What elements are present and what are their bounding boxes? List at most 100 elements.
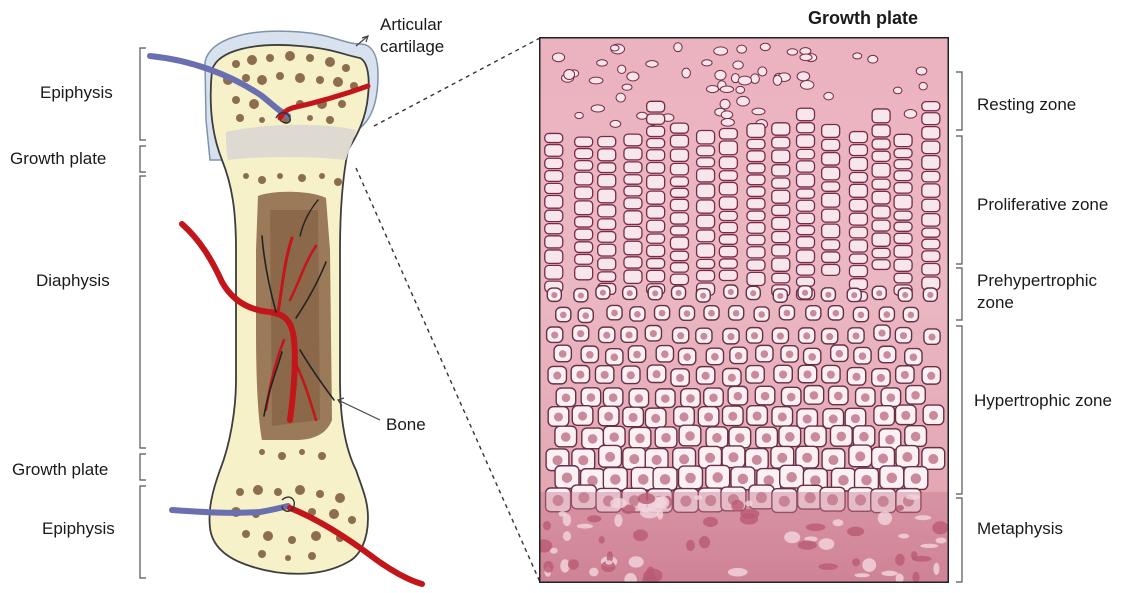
cell-nucleus <box>551 332 558 339</box>
cell-nucleus <box>908 312 915 319</box>
metaphysis-trabecula <box>745 500 753 506</box>
cell-nucleus <box>733 310 740 317</box>
proliferative-cell <box>797 161 815 172</box>
proliferative-cell <box>647 163 665 174</box>
metaphysis-trabecula <box>640 507 659 518</box>
cell-nucleus <box>910 353 918 361</box>
cell-nucleus <box>727 333 734 340</box>
proliferative-cell <box>797 108 815 120</box>
proliferative-cell <box>822 224 840 238</box>
proliferative-cell <box>545 171 563 182</box>
proliferative-cell <box>697 146 715 156</box>
proliferative-cell <box>647 191 665 204</box>
metaphysis-trabecula <box>643 569 662 583</box>
cell-nucleus <box>738 474 749 485</box>
cell-nucleus <box>911 391 920 400</box>
metaphysis-trabecula <box>895 554 905 566</box>
resting-cell <box>622 84 632 90</box>
proliferative-cell <box>849 213 867 225</box>
resting-cell <box>575 112 583 118</box>
resting-cell <box>721 119 734 127</box>
cell-nucleus <box>653 370 661 378</box>
proliferative-cell <box>575 229 593 240</box>
proliferative-cell <box>772 273 790 283</box>
proliferative-cell <box>697 230 715 242</box>
cell-nucleus <box>834 392 843 401</box>
proliferative-cell <box>575 137 593 146</box>
proliferative-cell <box>624 134 642 146</box>
proliferative-cell <box>747 139 765 148</box>
metaphysis-trabecula <box>933 563 939 575</box>
cell-nucleus <box>802 290 808 296</box>
proliferative-cell <box>872 260 890 270</box>
proliferative-cell <box>772 245 790 256</box>
metaphysis-trabecula <box>862 558 876 572</box>
cell-nucleus <box>728 289 734 295</box>
cell-nucleus <box>803 332 810 339</box>
proliferative-cell <box>545 224 563 234</box>
cell-nucleus <box>600 290 606 296</box>
metaphysis-trabecula <box>833 519 844 526</box>
metaphysis-trabecula <box>610 498 627 509</box>
cell-nucleus <box>587 393 596 402</box>
cell-nucleus <box>752 455 762 465</box>
cell-nucleus <box>609 393 618 402</box>
metaphysis-trabecula <box>920 544 938 548</box>
cell-nucleus <box>604 412 613 421</box>
cell-nucleus <box>661 350 669 358</box>
cell-nucleus <box>661 433 671 443</box>
resting-cell <box>787 49 797 55</box>
proliferative-cell <box>719 235 737 245</box>
proliferative-cell <box>822 124 840 137</box>
proliferative-cell <box>797 250 815 263</box>
cell-nucleus <box>659 310 666 317</box>
label-epiphysis-bottom: Epiphysis <box>42 518 115 539</box>
label-proliferative-zone: Proliferative zone <box>977 194 1108 215</box>
cell-nucleus <box>559 350 567 358</box>
proliferative-cell <box>822 153 840 166</box>
resting-cell <box>737 96 750 106</box>
figure-title: Growth plate <box>808 8 918 29</box>
metaphysis-trabecula <box>784 531 800 543</box>
proliferative-cell <box>719 211 737 220</box>
cell-nucleus <box>728 452 738 462</box>
cell-nucleus <box>902 292 908 298</box>
proliferative-cell <box>822 240 840 250</box>
resting-cell <box>552 53 564 62</box>
cell-nucleus <box>777 333 784 340</box>
cell-nucleus <box>704 412 713 421</box>
cell-nucleus <box>588 434 598 444</box>
cell-nucleus <box>836 350 844 358</box>
proliferative-cell <box>598 219 616 230</box>
metaphysis-trabecula <box>847 527 864 536</box>
proliferative-cell <box>575 242 593 253</box>
resting-cell <box>738 76 751 85</box>
zone-brackets <box>956 72 962 582</box>
metaphysis-trabecula <box>896 505 904 511</box>
cell-nucleus <box>838 475 849 486</box>
proliferative-cell <box>545 236 563 248</box>
metaphysis-trabecula <box>881 571 898 576</box>
proliferative-cell <box>922 263 940 275</box>
metaphysis-trabecula <box>798 540 817 549</box>
cell-nucleus <box>728 374 736 382</box>
proliferative-cell <box>598 163 616 173</box>
proliferative-cell <box>922 228 940 237</box>
proliferative-cell <box>697 169 715 182</box>
cell-nucleus <box>586 351 594 359</box>
proliferative-cell <box>747 187 765 197</box>
cell-nucleus <box>626 331 633 338</box>
cell-nucleus <box>811 432 821 442</box>
proliferative-cell <box>697 270 715 281</box>
proliferative-cell <box>697 131 715 144</box>
proliferative-cell <box>772 205 790 215</box>
resting-cell <box>853 53 862 59</box>
proliferative-cell <box>849 184 867 197</box>
cell-nucleus <box>712 433 722 443</box>
proliferative-cell <box>894 259 912 271</box>
proliferative-cell <box>697 215 715 228</box>
cell-nucleus <box>878 330 885 337</box>
proliferative-cell <box>772 190 790 203</box>
proliferative-cell <box>922 214 940 227</box>
cell-nucleus <box>902 452 912 462</box>
